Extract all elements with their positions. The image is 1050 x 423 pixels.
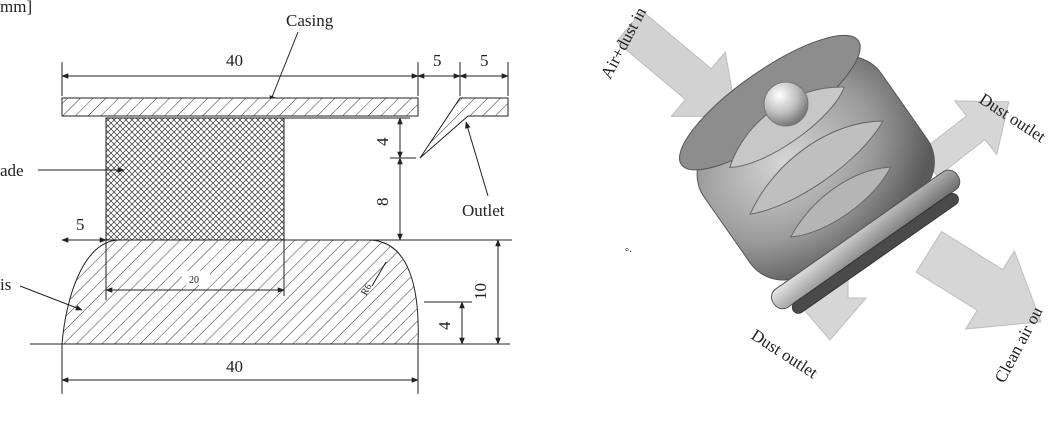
dim-outlet-width-value: 5 (480, 51, 489, 70)
casing-leader (269, 31, 299, 103)
casing-label: Casing (286, 11, 334, 30)
dim-gap-height-value: 4 (373, 137, 392, 146)
dim-top-width: 40 (61, 51, 419, 96)
dim-base-height-value: 4 (435, 321, 454, 330)
outlet-wedge (419, 97, 509, 159)
dim-fillet-radius-value: R6 (359, 282, 374, 298)
dust-outlet-lower-label: Dust outlet (748, 325, 822, 382)
dim-axis-offset-value: 5 (76, 215, 85, 234)
blade-label: ade (0, 161, 24, 180)
dim-outlet: 5 5 (417, 51, 509, 96)
dim-base-height: 4 (424, 301, 472, 345)
dim-axis-height: 10 (471, 239, 501, 345)
axis-label: is (0, 275, 11, 294)
dim-top-width-value: 40 (226, 51, 243, 70)
casing-plate (61, 97, 419, 117)
dim-outlet-gap-value: 5 (433, 51, 442, 70)
dim-hub-width: 20 (105, 240, 285, 296)
outlet-label: Outlet (462, 201, 505, 220)
clean-air-arrow (915, 230, 1042, 330)
axis-leader (19, 285, 83, 311)
unit-label: mm] (0, 0, 32, 16)
dim-vertical-right: 4 8 (284, 117, 416, 241)
dim-bottom-width: 40 (61, 344, 419, 394)
separator-render: Air+dust in Dust outlet Clean air ou Dus… (597, 4, 1050, 386)
dim-axis-height-value: 10 (471, 283, 490, 300)
dim-bottom-width-value: 40 (226, 357, 243, 376)
technical-drawing: mm] 40 5 5 Casing Outlet ade (0, 0, 512, 394)
dim-blade-height-value: 8 (373, 198, 392, 207)
dim-hub-width-value: 20 (189, 275, 199, 286)
stray-mark: °· (625, 247, 632, 258)
blade-block (105, 117, 285, 241)
outlet-leader (465, 121, 489, 197)
separator-sphere (763, 81, 809, 127)
